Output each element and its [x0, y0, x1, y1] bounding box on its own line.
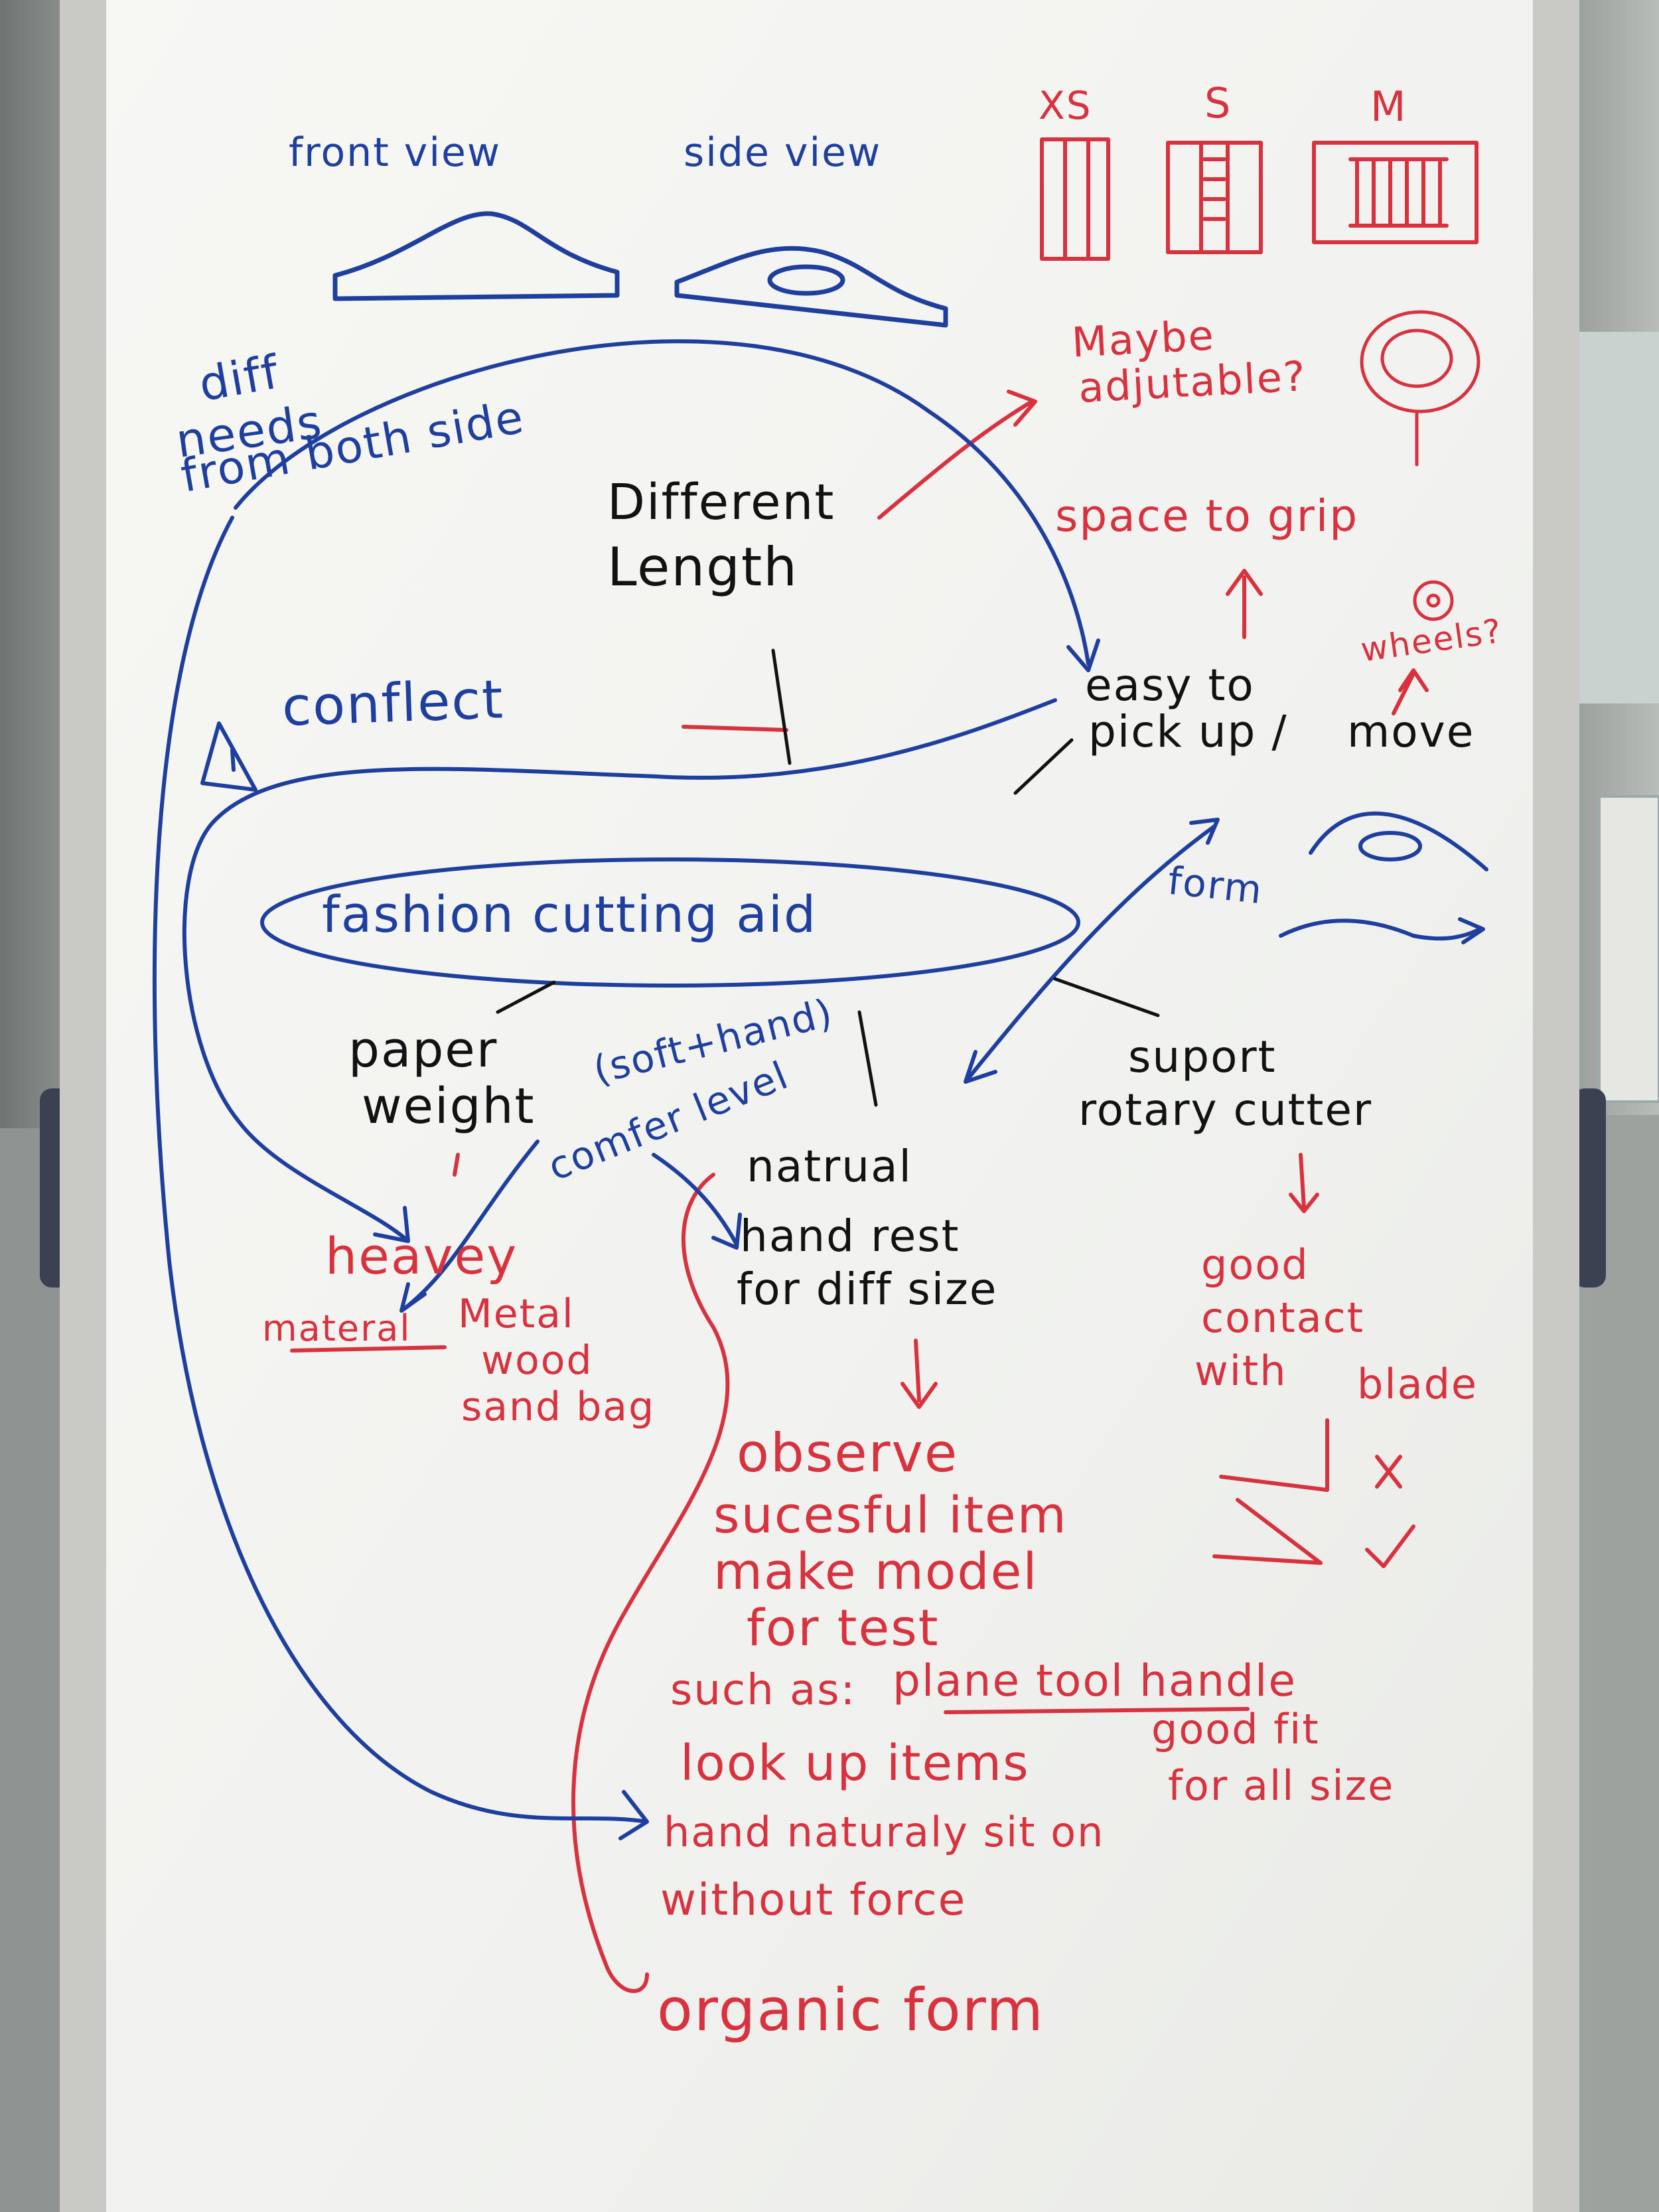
- side-view-label-1: side view: [684, 129, 882, 176]
- different-label: Different: [607, 474, 835, 531]
- without-force-label: without force: [660, 1874, 967, 1925]
- maybe-label: Maybe: [1070, 311, 1216, 367]
- space-to-grip-label: space to grip: [1055, 490, 1359, 542]
- length-label: Length: [607, 536, 798, 598]
- blue-arrows: [152, 339, 1488, 1840]
- look-up-items-label: look up items: [680, 1735, 1030, 1792]
- rotary-cutter-label: rotary cutter: [1078, 1084, 1373, 1136]
- size-m-label: M: [1370, 82, 1407, 131]
- pick-up-label: pick up /: [1088, 706, 1288, 757]
- front-view-label-1: front view: [289, 129, 501, 176]
- natrual-label: natrual: [747, 1141, 912, 1192]
- size-s-label: S: [1204, 79, 1232, 127]
- board-surface: [106, 0, 1533, 2212]
- easy-to-label: easy to: [1085, 660, 1255, 711]
- contact-label: contact: [1201, 1293, 1365, 1342]
- side-view-sketch: [674, 246, 948, 328]
- black-lines: [496, 648, 1160, 1107]
- adjustable-label: adjutable?: [1077, 352, 1308, 412]
- heavey-label: heavey: [325, 1226, 518, 1286]
- distant-board: [1598, 795, 1659, 1103]
- organic-form-label: organic form: [657, 1976, 1045, 2044]
- with-label: with: [1194, 1347, 1287, 1395]
- for-test-label: for test: [747, 1598, 940, 1657]
- material-wood-label: wood: [481, 1337, 593, 1384]
- material-sand-bag-label: sand bag: [461, 1384, 656, 1430]
- such-as-label: such as:: [670, 1666, 857, 1715]
- plane-tool-handle-label: plane tool handle: [893, 1655, 1297, 1706]
- right-clamp: [1573, 1088, 1606, 1288]
- hand-naturaly-sit-on-label: hand naturaly sit on: [664, 1808, 1105, 1856]
- good-label: good: [1201, 1240, 1309, 1289]
- sucesful-item-label: sucesful item: [713, 1485, 1068, 1544]
- material-metal-label: Metal: [458, 1291, 575, 1337]
- for-all-size-label: for all size: [1168, 1761, 1395, 1810]
- for-diff-size-label: for diff size: [737, 1264, 998, 1315]
- hand-rest-label: hand rest: [740, 1211, 960, 1262]
- weight-label: weight: [362, 1078, 536, 1135]
- paper-label: paper: [348, 1021, 498, 1078]
- materal-label: materal: [262, 1307, 411, 1349]
- form-label: form: [1165, 857, 1265, 913]
- front-view-sketch: [332, 211, 620, 301]
- red-arrows: [290, 390, 1429, 1993]
- move-label: move: [1347, 706, 1475, 757]
- blade-label: blade: [1357, 1360, 1479, 1408]
- conflect-label: conflect: [281, 668, 506, 738]
- good-fit-label: good fit: [1151, 1705, 1320, 1753]
- window-pane: [1579, 332, 1659, 703]
- observe-label: observe: [737, 1422, 959, 1484]
- fashion-cutting-aid-label: fashion cutting aid: [322, 885, 818, 944]
- suport-label: suport: [1128, 1031, 1277, 1082]
- size-sketches: [1040, 137, 1479, 261]
- cutting-aid-ellipse: [260, 857, 1080, 988]
- right-stand: [1586, 1115, 1659, 2212]
- size-xs-label: XS: [1039, 83, 1092, 128]
- diff-label: diff: [194, 344, 284, 412]
- make-model-label: make model: [713, 1542, 1039, 1601]
- knob-sketch: [1360, 310, 1480, 621]
